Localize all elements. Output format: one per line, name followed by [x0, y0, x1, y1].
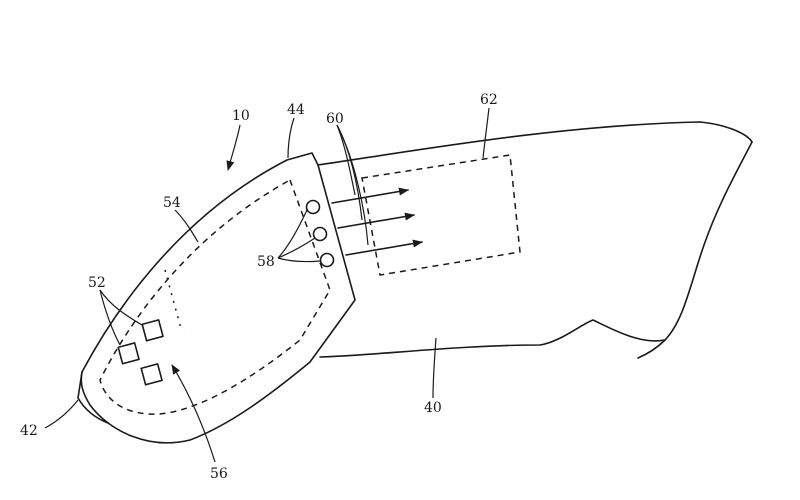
label-42: 42: [20, 423, 38, 439]
leader-56: [171, 364, 216, 463]
leader-58-b: [277, 237, 316, 259]
label-10: 10: [232, 108, 250, 124]
sensor-square-2: [117, 342, 140, 365]
sensor-square-3: [140, 363, 163, 386]
light-ray-3: [345, 239, 423, 256]
device-housing: [80, 152, 356, 444]
emitter-circle-1: [305, 199, 321, 215]
emitter-circle-2: [312, 226, 328, 242]
leader-58-a: [277, 209, 308, 259]
target-region-dashed: [361, 154, 521, 276]
finger-bottom-outline: [319, 319, 666, 358]
leader-10: [226, 124, 241, 171]
leader-44: [287, 117, 295, 159]
label-44: 44: [287, 102, 305, 118]
label-40: 40: [424, 400, 442, 416]
label-58: 58: [257, 254, 275, 270]
leader-62: [482, 107, 490, 159]
leader-40: [432, 337, 437, 399]
leader-60-c: [336, 124, 369, 246]
leader-52-b: [99, 289, 121, 346]
leader-60-b: [336, 124, 363, 221]
finger-back-outline: [637, 141, 753, 359]
leader-54: [174, 209, 199, 243]
leader-58-c: [277, 257, 321, 263]
interior-dashed-outline: [99, 178, 331, 415]
leader-42: [44, 399, 79, 429]
label-56: 56: [210, 466, 228, 482]
light-ray-2: [337, 212, 415, 229]
label-52: 52: [88, 275, 106, 291]
leader-60-a: [336, 124, 356, 196]
emitter-circle-3: [319, 252, 335, 268]
circuitry-dots: [164, 269, 186, 331]
finger-top-outline: [317, 121, 753, 166]
fingertip-pad: [77, 371, 109, 424]
label-60: 60: [326, 111, 344, 127]
light-ray-1: [331, 187, 409, 204]
sensor-square-1: [141, 319, 164, 342]
label-62: 62: [480, 92, 498, 108]
leader-52-a: [99, 289, 143, 326]
label-54: 54: [163, 195, 181, 211]
